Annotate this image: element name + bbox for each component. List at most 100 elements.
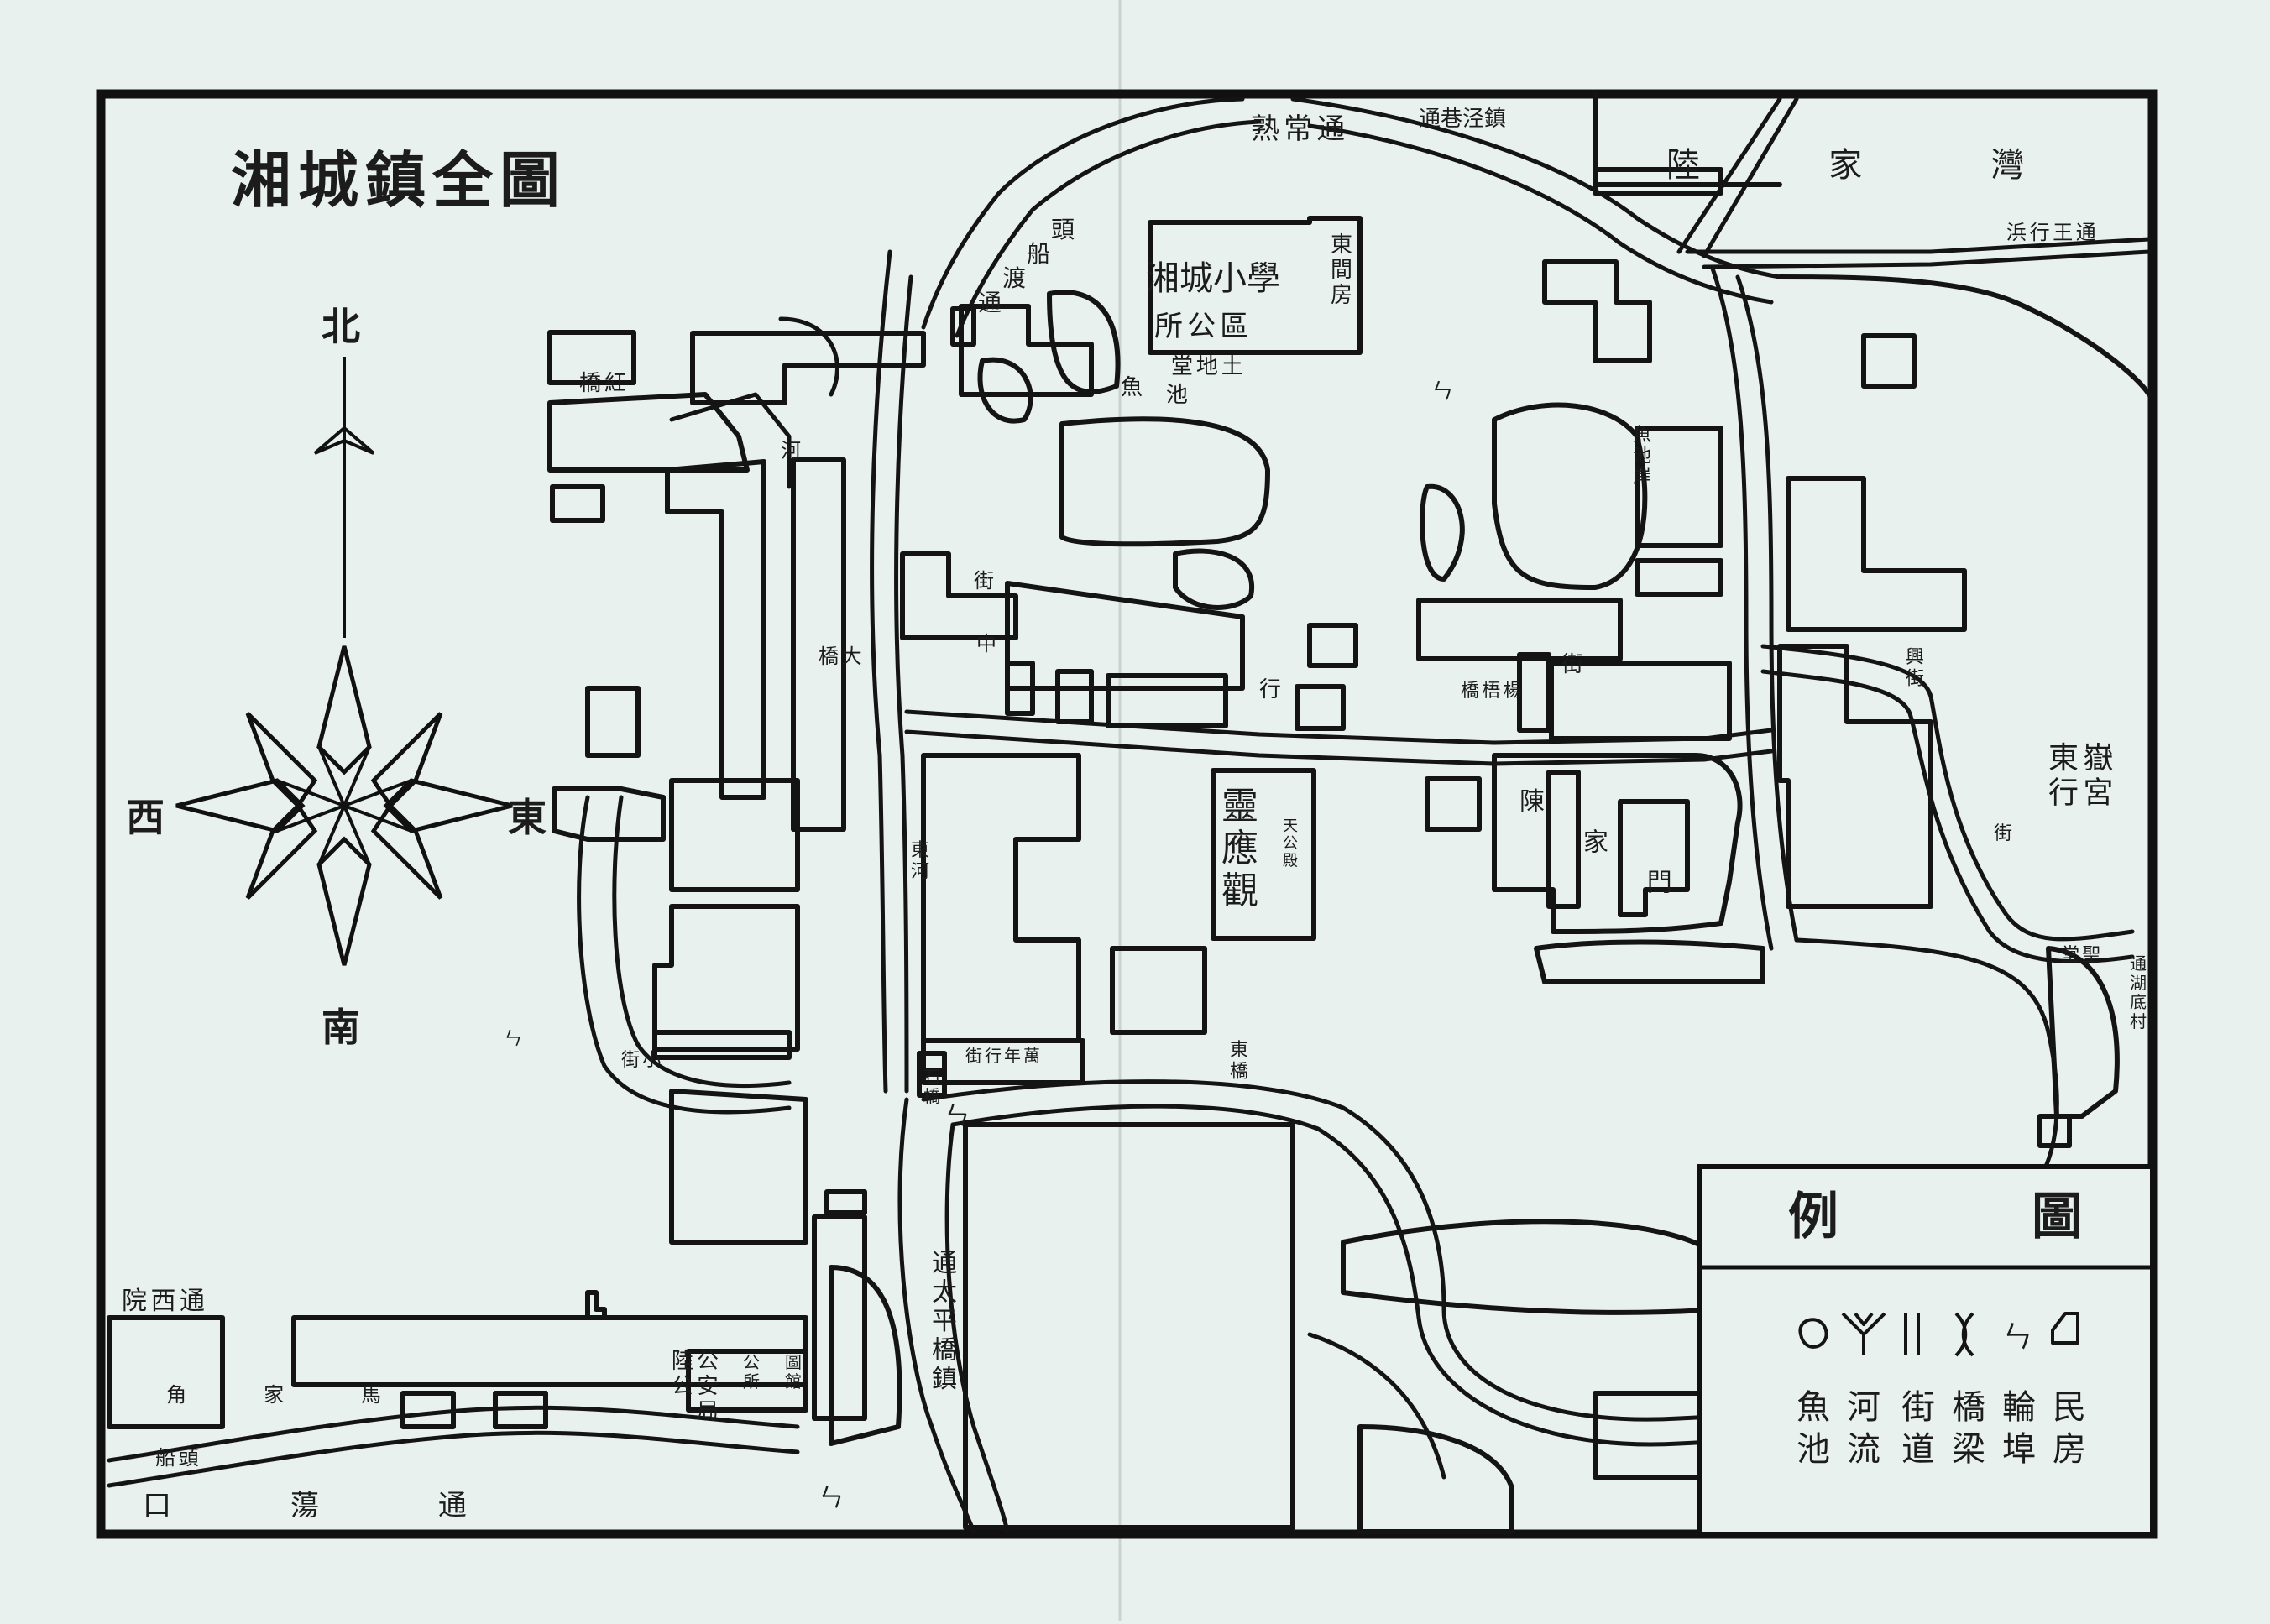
label-gong-an-char: 局 <box>697 1399 719 1424</box>
label-dong-tang-fang: 東間房 <box>1331 232 1352 308</box>
legend-item-char: 民 <box>2053 1388 2086 1427</box>
label-dong-tang-fang-char: 東 <box>1331 232 1352 258</box>
label-road-wangxing-char: 行 <box>2030 221 2050 244</box>
label-ling-ying-guan-char: 觀 <box>1221 869 1258 912</box>
label-mark-pier-2-text: ㄣ <box>819 1484 844 1513</box>
label-hong-bridge-2-char: 東 <box>1230 1040 1248 1061</box>
label-gong-suo-char: 公 <box>743 1352 760 1372</box>
label-mark-pier-1-text: ㄣ <box>944 1102 970 1131</box>
label-jie-3-text: 街 <box>1994 823 2012 844</box>
label-street-hang: 行 <box>1259 677 1281 702</box>
label-road-wangxing-char: 通 <box>2076 221 2096 244</box>
label-gong-an: 公安局 <box>697 1349 719 1424</box>
label-road-taiping-char: 鎮 <box>932 1365 957 1394</box>
label-mark-pier-2: ㄣ <box>819 1484 844 1513</box>
compass-north: 北 <box>322 304 360 349</box>
label-tian-gong-char: 公 <box>1283 835 1298 853</box>
label-hong-bridge-2-char: 橋 <box>1230 1061 1248 1082</box>
label-lu-gong: 陸公 <box>672 1349 693 1399</box>
label-dong-he-char: 東 <box>911 840 929 861</box>
label-dong-tang-fang-char: 房 <box>1331 283 1352 308</box>
label-road-wangxing-char: 王 <box>2053 221 2073 244</box>
label-jie-3: 街 <box>1994 823 2012 844</box>
label-yang-qiao: 橋梧楊 <box>1461 681 1522 702</box>
label-hong-bridge: 橋紅 <box>579 371 626 396</box>
label-dong-he-char: 河 <box>911 861 929 882</box>
label-street-jie-2: 街 <box>1561 652 1583 677</box>
label-mark-pier-3-text: ㄣ <box>504 1029 522 1050</box>
label-xing-jie: 興街 <box>1906 647 1924 689</box>
label-street-jie-2-text: 街 <box>1561 652 1583 677</box>
label-wan-chang-char: 萬 <box>1023 1046 1040 1066</box>
label-xiangcheng-school: 湘城小學 <box>1146 259 1280 298</box>
label-hong-bridge-char: 紅 <box>604 371 626 396</box>
label-chen-jia-men-char: 門 <box>1647 869 1672 898</box>
label-road-changshu: 熟常通 <box>1251 112 1345 146</box>
label-road-chuan-tou-char: 頭 <box>1051 216 1075 243</box>
label-lu-gong-char: 陸 <box>672 1349 693 1374</box>
legend-item-char: 道 <box>1901 1430 1935 1469</box>
label-road-dang-kou-char: 通 <box>438 1489 467 1522</box>
label-yu-chi-2-char: 岸 <box>1633 467 1651 488</box>
legend-item-3: 街道 <box>1901 1388 1935 1469</box>
label-yang-qiao-char: 橋 <box>1461 681 1479 702</box>
label-road-taiping-char: 通 <box>932 1249 957 1278</box>
label-xing-jie-char: 街 <box>1906 668 1924 689</box>
label-ling-ying-guan: 靈應觀 <box>1221 785 1258 912</box>
label-ling-ying-guan-char: 應 <box>1221 828 1258 870</box>
label-shi-ji-char: 石 <box>923 1067 940 1087</box>
label-chuan-tou: 船頭 <box>155 1446 199 1470</box>
label-road-changshu-char: 通 <box>1316 112 1345 146</box>
label-gong-suo-char: 所 <box>743 1371 760 1392</box>
label-tian-gong-char: 天 <box>1283 817 1298 835</box>
label-hong-bridge-2: 東橋 <box>1230 1040 1248 1082</box>
label-mark-pier-1: ㄣ <box>944 1102 970 1131</box>
legend-title-a: 例 <box>1788 1188 1838 1246</box>
compass-south: 南 <box>322 1005 360 1050</box>
label-street-zhong: 中 <box>976 632 996 655</box>
label-mark-zhen: ㄣ <box>1431 379 1453 405</box>
label-ji-road-char: 通 <box>2130 953 2147 974</box>
label-street-jie-1: 街 <box>974 569 994 593</box>
label-road-dang-kou: 口蕩通 <box>143 1489 467 1522</box>
legend-title-b: 圖 <box>2032 1188 2082 1246</box>
label-chen-jia-men-char: 家 <box>1583 828 1608 857</box>
river-network <box>107 97 2152 1534</box>
label-chen-jia-men-char: 陳 <box>1519 787 1545 817</box>
label-yu-chi-1: 魚池 <box>1121 375 1188 408</box>
label-yu-chi-1-char: 池 <box>1166 383 1188 408</box>
label-road-xiyuan-char: 通 <box>180 1287 205 1316</box>
label-lu-gong-char: 公 <box>672 1374 693 1399</box>
label-xiao-jie-char: 小 <box>642 1050 661 1071</box>
label-hong-bridge-char: 橋 <box>579 371 601 396</box>
label-road-chuan-tou-char: 渡 <box>1002 264 1026 292</box>
label-tian-gong-char: 殿 <box>1283 852 1298 869</box>
buildings <box>107 91 2152 1534</box>
map-frame <box>96 89 2158 1539</box>
legend-pond-symbol <box>1798 1318 1828 1349</box>
legend-street-symbol <box>1904 1313 1920 1355</box>
legend-item-char: 魚 <box>1797 1388 1830 1427</box>
label-tu-guan-char: 圖 <box>785 1352 802 1372</box>
label-lu-jia-wan-char: 家 <box>1828 146 1862 185</box>
legend-item-1: 輪埠 <box>2002 1388 2036 1469</box>
label-road-dang-kou-char: 口 <box>143 1489 171 1522</box>
label-sheng-tang-char: 堂 <box>2061 945 2079 966</box>
label-tian-gong: 天公殿 <box>1283 817 1298 869</box>
label-road-chuan-tou-char: 通 <box>978 289 1002 316</box>
map-labels: 熟常通通巷泾鎮陸家灣浜行王通通渡船頭橋紅河湘城小學東間房所公區堂地土魚池ㄣ魚池岸… <box>122 107 2147 1522</box>
label-yang-qiao-char: 梧 <box>1482 681 1500 702</box>
map-title: 湘城鎮全圖 <box>231 144 567 216</box>
label-tai-bridge-char: 大 <box>842 645 862 668</box>
legend-item-char: 輪 <box>2002 1388 2036 1427</box>
label-road-wangxing: 浜行王通 <box>2006 221 2096 244</box>
label-lu-jia-wan: 陸家灣 <box>1666 146 2024 185</box>
label-street-hang-text: 行 <box>1259 677 1281 702</box>
label-ji-road-char: 村 <box>2130 1011 2147 1031</box>
label-wan-chang: 街行年萬 <box>965 1046 1040 1066</box>
label-sheng-tang: 堂聖 <box>2061 945 2100 966</box>
label-street-zhong-text: 中 <box>976 632 996 655</box>
